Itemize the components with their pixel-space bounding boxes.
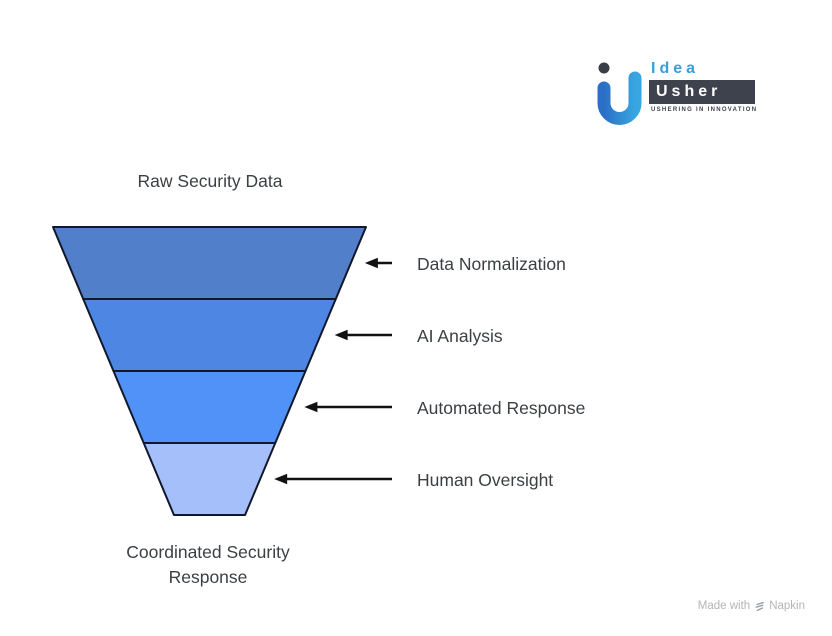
idea-usher-logo: Idea Usher USHERING IN INNOVATION <box>593 60 758 128</box>
stage-label-ai-analysis: AI Analysis <box>417 326 503 346</box>
funnel-output-label: Coordinated Security Response <box>126 542 290 587</box>
arrow-head-icon-2 <box>304 401 318 413</box>
stage-label-human-oversight: Human Oversight <box>417 470 554 490</box>
napkin-brand-text: Napkin <box>769 600 805 612</box>
logo-u-shape <box>597 71 642 125</box>
stage-label-data-normalization: Data Normalization <box>417 254 566 274</box>
arrow-head-icon-0 <box>364 257 378 269</box>
logo-text-column: Idea Usher USHERING IN INNOVATION <box>649 60 758 114</box>
arrow-head-icon-3 <box>274 473 288 485</box>
funnel-segment-0 <box>52 226 367 300</box>
logo-usher-text: Usher <box>649 80 755 104</box>
stage-label-automated-response: Automated Response <box>417 398 586 418</box>
idea-usher-logo-mark-icon <box>597 62 642 125</box>
made-with-napkin-link[interactable]: Made with Napkin <box>698 600 805 612</box>
napkin-icon <box>755 601 765 611</box>
arrow-head-icon-1 <box>334 329 348 341</box>
funnel-segment-1 <box>82 298 337 372</box>
funnel-segment-3 <box>142 442 277 516</box>
made-with-text: Made with <box>697 600 751 612</box>
logo-idea-text: Idea <box>651 60 700 77</box>
logo-tagline: USHERING IN INNOVATION <box>651 107 758 113</box>
funnel-input-label: Raw Security Data <box>137 171 283 191</box>
funnel-segment-2 <box>112 370 307 444</box>
logo-i-dot <box>598 62 610 74</box>
